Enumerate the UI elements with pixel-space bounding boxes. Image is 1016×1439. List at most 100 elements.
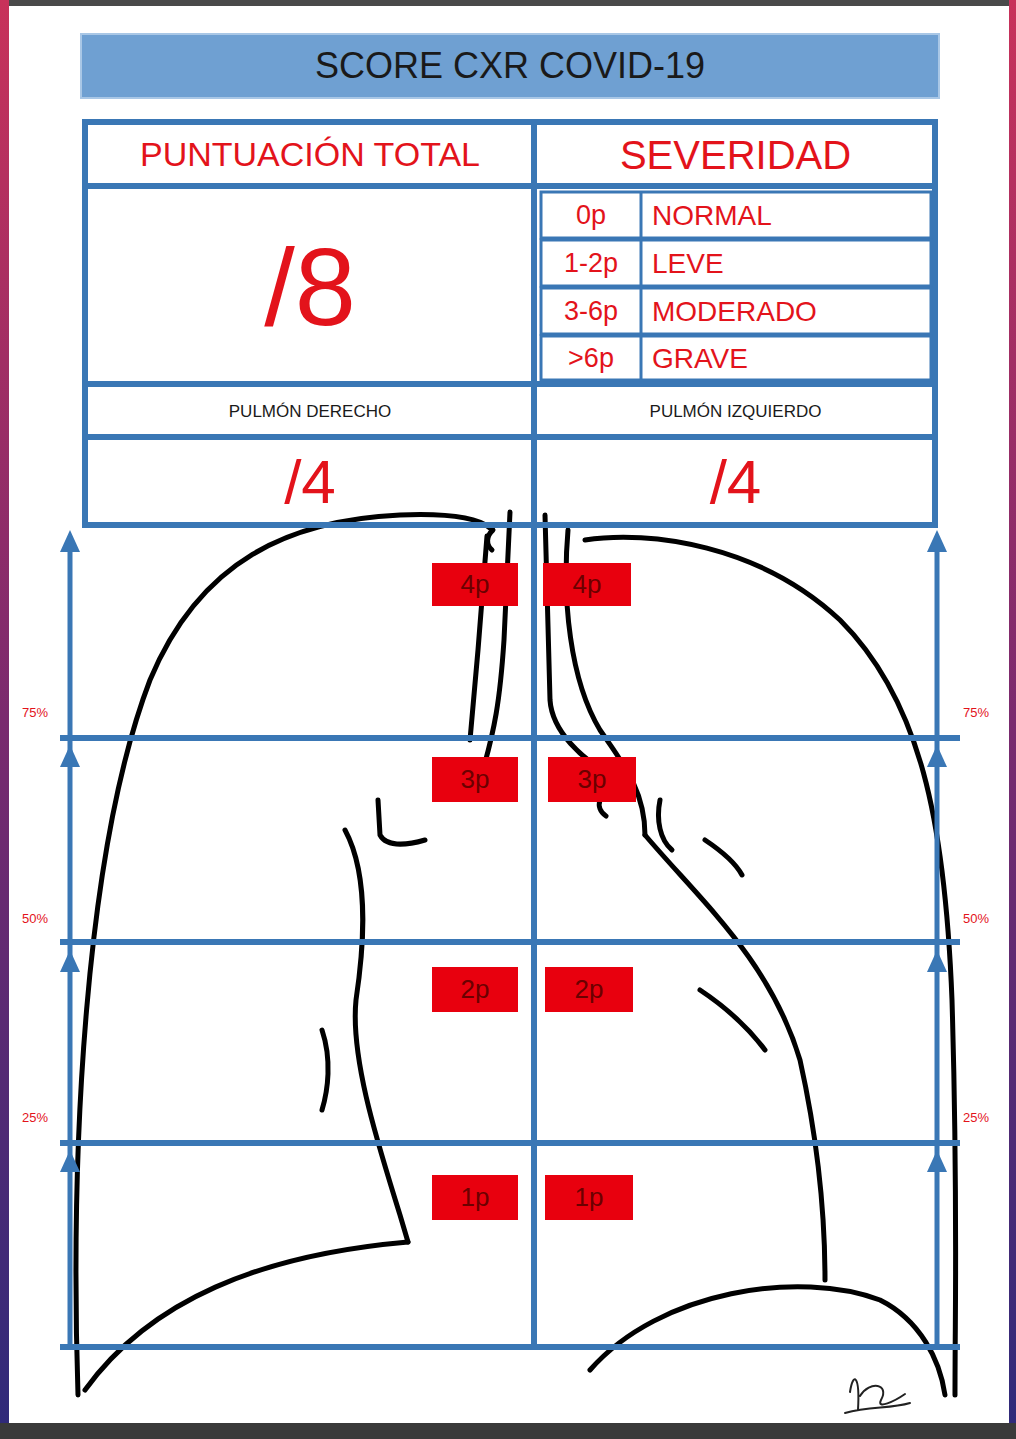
node-text: LEVE: [652, 249, 724, 280]
left-hilum: [705, 840, 742, 875]
zone-line: [60, 1344, 960, 1350]
node-text: NORMAL: [652, 201, 772, 232]
node-text: /8: [264, 226, 356, 347]
left-lung-outline: [585, 537, 956, 1395]
title-band: SCORE CXR COVID-19: [80, 33, 940, 99]
node-text: 1-2p: [564, 249, 618, 279]
points-cell: 3-6p: [543, 290, 639, 334]
header-cell: SEVERIDAD: [539, 127, 932, 183]
node-text: 4p: [573, 570, 602, 599]
node-text: 2p: [575, 975, 604, 1004]
frame-right: [1009, 0, 1016, 1439]
percent-label: 75%: [963, 706, 989, 720]
trachea-ring: [488, 530, 493, 550]
total-score-cell: /8: [90, 190, 530, 382]
left-diaphragm: [590, 1287, 945, 1395]
left-heart-border: [645, 835, 825, 1280]
node-text: 0p: [576, 201, 606, 231]
node-text: PULMÓN IZQUIERDO: [650, 403, 822, 422]
midline: [531, 525, 537, 1347]
right-lung-outline: [76, 515, 490, 1395]
node-text: 2p: [461, 975, 490, 1004]
scale-arrow: [935, 540, 940, 1347]
node-text: PULMÓN DERECHO: [229, 403, 391, 422]
arrowhead: [60, 530, 80, 552]
severity-cell: GRAVE: [644, 338, 930, 380]
points-cell: >6p: [543, 338, 639, 380]
left-vessel: [700, 990, 765, 1050]
scale-arrow: [68, 540, 73, 1347]
left-hilum: [599, 800, 606, 816]
grid-line: [85, 183, 935, 189]
table-frame: [85, 122, 935, 525]
severity-cell: [541, 288, 931, 334]
title-text: SCORE CXR COVID-19: [315, 46, 705, 86]
severity-cell: [541, 192, 931, 238]
node-text: /4: [284, 448, 336, 516]
arrowheads: [60, 530, 947, 1172]
zone-points-box: 2p: [545, 967, 633, 1012]
zone-points-box: 1p: [432, 1175, 518, 1220]
severity-cell: [541, 240, 931, 286]
node-text: >6p: [568, 344, 614, 374]
signature: [845, 1379, 910, 1413]
arrowhead: [927, 950, 947, 972]
arrowhead: [60, 1150, 80, 1172]
arrowhead: [927, 530, 947, 552]
node-text: 1p: [575, 1183, 604, 1212]
node-text: PUNTUACIÓN TOTAL: [140, 136, 480, 173]
lung-header: PULMÓN DERECHO: [90, 389, 530, 435]
severity-cell: [541, 336, 931, 380]
left-hilum: [659, 800, 673, 850]
right-vessel: [322, 1030, 328, 1110]
frame-left: [0, 0, 9, 1439]
zone-points-box: 3p: [432, 757, 518, 802]
points-cell: 0p: [543, 194, 639, 238]
grid-line: [640, 192, 643, 380]
zone-line: [60, 1140, 960, 1146]
percent-label: 50%: [22, 912, 48, 926]
node-text: MODERADO: [652, 297, 817, 328]
frame-top: [0, 0, 1016, 6]
header-cell: PUNTUACIÓN TOTAL: [90, 127, 530, 183]
frame-bottom: [0, 1423, 1016, 1439]
arrowhead: [60, 950, 80, 972]
arrowhead: [927, 1150, 947, 1172]
lung-drawing: [76, 512, 956, 1395]
zone-points-box: 4p: [543, 563, 631, 606]
lung-score-cell: /4: [539, 441, 932, 523]
percent-label: 25%: [22, 1111, 48, 1125]
grid-line: [85, 381, 935, 387]
right-heart-border: [345, 830, 408, 1242]
right-diaphragm: [85, 1242, 408, 1390]
zone-points-box: 4p: [432, 563, 518, 606]
severity-cell: NORMAL: [644, 194, 930, 238]
zone-points-box: 2p: [432, 967, 518, 1012]
arrowhead: [927, 745, 947, 767]
lung-header: PULMÓN IZQUIERDO: [539, 389, 932, 435]
grid-line: [531, 122, 537, 525]
node-text: GRAVE: [652, 344, 748, 375]
node-text: 3p: [461, 765, 490, 794]
lung-score-cell: /4: [90, 441, 530, 523]
node-text: 4p: [461, 570, 490, 599]
score-grid: [60, 122, 960, 1347]
node-text: 3-6p: [564, 297, 618, 327]
node-text: 3p: [578, 765, 607, 794]
severity-cell: MODERADO: [644, 290, 930, 334]
percent-label: 50%: [963, 912, 989, 926]
arrowhead: [60, 745, 80, 767]
zone-points-box: 3p: [548, 757, 636, 802]
zone-points-box: 1p: [545, 1175, 633, 1220]
points-cell: 1-2p: [543, 242, 639, 286]
node-text: SEVERIDAD: [620, 133, 851, 177]
zone-line: [60, 735, 960, 741]
percent-label: 25%: [963, 1111, 989, 1125]
severity-cell: LEVE: [644, 242, 930, 286]
right-hilum: [378, 800, 425, 844]
zone-line: [60, 939, 960, 945]
grid-line: [85, 434, 935, 440]
percent-label: 75%: [22, 706, 48, 720]
